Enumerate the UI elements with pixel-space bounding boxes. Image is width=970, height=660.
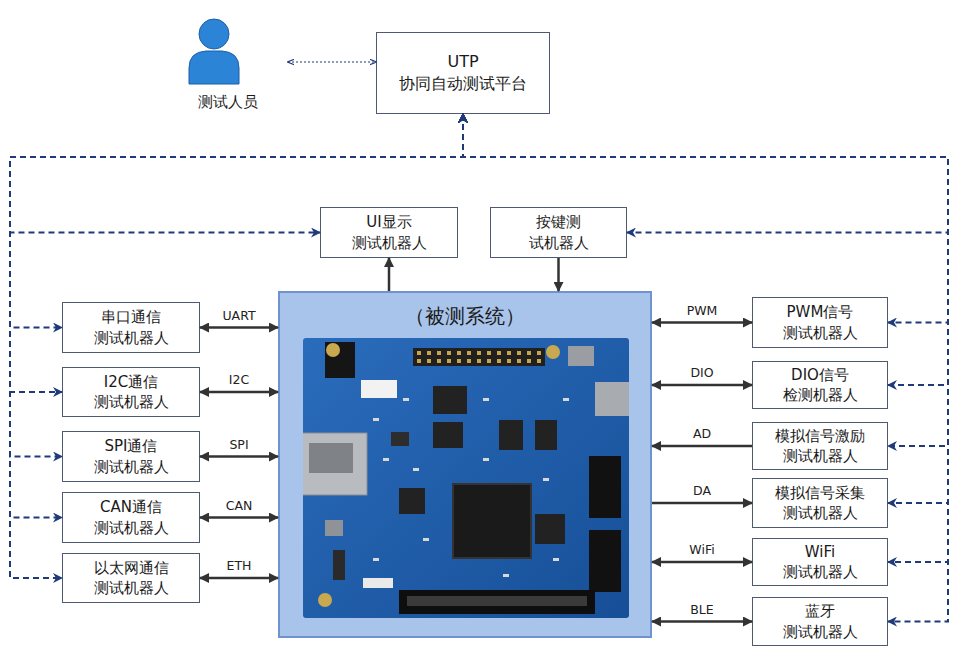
signal-arrow: [200, 326, 278, 329]
test-robot-box: PWM信号 测试机器人: [752, 297, 888, 348]
control-link: [10, 114, 463, 392]
test-robot-box: WiFi 测试机器人: [752, 538, 888, 586]
node-label: 模拟信号激励 测试机器人: [770, 426, 870, 467]
test-robot-box: CAN通信 测试机器人: [62, 492, 200, 543]
test-robot-box: UI显示 测试机器人: [320, 207, 458, 258]
slot-connector: [399, 590, 595, 614]
signal-arrow: [200, 516, 278, 519]
usb-port: [325, 520, 343, 536]
control-link: [10, 114, 463, 328]
control-link: [463, 114, 948, 385]
signal-arrow: [388, 258, 391, 291]
signal-label: DA: [693, 483, 711, 498]
system-title: （被测系统）: [405, 303, 525, 330]
test-robot-box: 以太网通信 测试机器人: [62, 553, 200, 603]
control-link: [10, 114, 463, 233]
node-label: CAN通信 测试机器人: [81, 497, 181, 538]
node-label: 串口通信 测试机器人: [81, 307, 181, 348]
signal-label: PWM: [687, 303, 718, 318]
board-photo: [303, 338, 629, 618]
test-robot-box: 模拟信号采集 测试机器人: [752, 478, 888, 528]
fpga-chip: [453, 484, 531, 558]
signal-label: CAN: [226, 498, 253, 513]
signal-arrow: [652, 620, 752, 623]
signal-label: AD: [693, 426, 711, 441]
signal-arrow: [200, 577, 278, 580]
control-link: [463, 114, 948, 233]
person-icon: [186, 14, 242, 86]
ethernet-opening: [309, 443, 353, 473]
signal-label: ETH: [227, 558, 252, 573]
node-label: DIO信号 检测机器人: [770, 365, 870, 406]
signal-arrow: [652, 384, 752, 387]
test-robot-box: DIO信号 检测机器人: [752, 361, 888, 409]
side-connector: [589, 530, 621, 592]
node-label: 蓝牙 测试机器人: [770, 601, 870, 642]
ethernet-jack: [303, 433, 367, 495]
test-robot-box: 按键测 试机器人: [490, 207, 627, 258]
smd-parts: [373, 398, 569, 577]
signal-label: UART: [222, 308, 255, 323]
logo-plate: [361, 380, 397, 398]
signal-label: I2C: [229, 372, 249, 387]
chip: [535, 420, 557, 450]
slot-contacts: [407, 596, 587, 606]
signal-label: DIO: [690, 365, 713, 380]
node-label: WiFi 测试机器人: [770, 542, 870, 583]
signal-arrow: [652, 502, 752, 505]
person-label: 测试人员: [198, 92, 258, 112]
signal-arrow: [200, 391, 278, 394]
node-label: UTP 协同自动测试平台: [393, 51, 533, 94]
hdmi-port: [595, 382, 629, 416]
signal-label: WiFi: [689, 542, 714, 557]
control-link: [463, 114, 948, 622]
test-robot-box: I2C通信 测试机器人: [62, 367, 200, 417]
chip: [399, 488, 425, 514]
control-link: [10, 114, 463, 457]
power-jack: [325, 342, 355, 378]
node-label: 按键测 试机器人: [509, 212, 609, 253]
person-head: [199, 19, 229, 49]
node-label: 以太网通信 测试机器人: [81, 558, 181, 599]
signal-arrow: [652, 321, 752, 324]
chip: [433, 386, 467, 414]
control-link: [288, 62, 376, 63]
mount-hole: [326, 343, 340, 357]
control-link: [463, 114, 948, 503]
signal-label: BLE: [690, 602, 713, 617]
node-label: UI显示 测试机器人: [339, 212, 439, 253]
platform-box: UTP 协同自动测试平台: [376, 32, 550, 114]
side-connector: [589, 456, 621, 518]
chip: [535, 514, 565, 544]
node-label: PWM信号 测试机器人: [770, 302, 870, 343]
person-body: [189, 51, 239, 84]
signal-arrow: [652, 561, 752, 564]
test-robot-box: 串口通信 测试机器人: [62, 302, 200, 353]
chip: [433, 422, 463, 448]
pin-header: [413, 348, 545, 366]
test-robot-box: 蓝牙 测试机器人: [752, 597, 888, 646]
signal-arrow: [652, 445, 752, 448]
node-label: I2C通信 测试机器人: [81, 372, 181, 413]
control-link: [463, 114, 948, 446]
control-link: [10, 114, 463, 518]
test-robot-box: SPI通信 测试机器人: [62, 431, 200, 482]
test-robot-box: 模拟信号激励 测试机器人: [752, 422, 888, 470]
chip: [499, 420, 523, 450]
control-link: [463, 114, 948, 562]
button-row: [363, 578, 393, 588]
usb-port: [568, 346, 594, 366]
control-link: [10, 114, 463, 578]
node-label: SPI通信 测试机器人: [81, 436, 181, 477]
signal-arrow: [557, 258, 560, 291]
signal-label: SPI: [229, 437, 248, 452]
mount-hole: [318, 593, 332, 607]
node-label: 模拟信号采集 测试机器人: [770, 483, 870, 524]
control-link: [463, 114, 948, 323]
header-pins: [417, 351, 541, 363]
switch: [333, 550, 345, 580]
signal-arrow: [200, 455, 278, 458]
mount-hole: [546, 345, 560, 359]
chip: [391, 432, 409, 446]
